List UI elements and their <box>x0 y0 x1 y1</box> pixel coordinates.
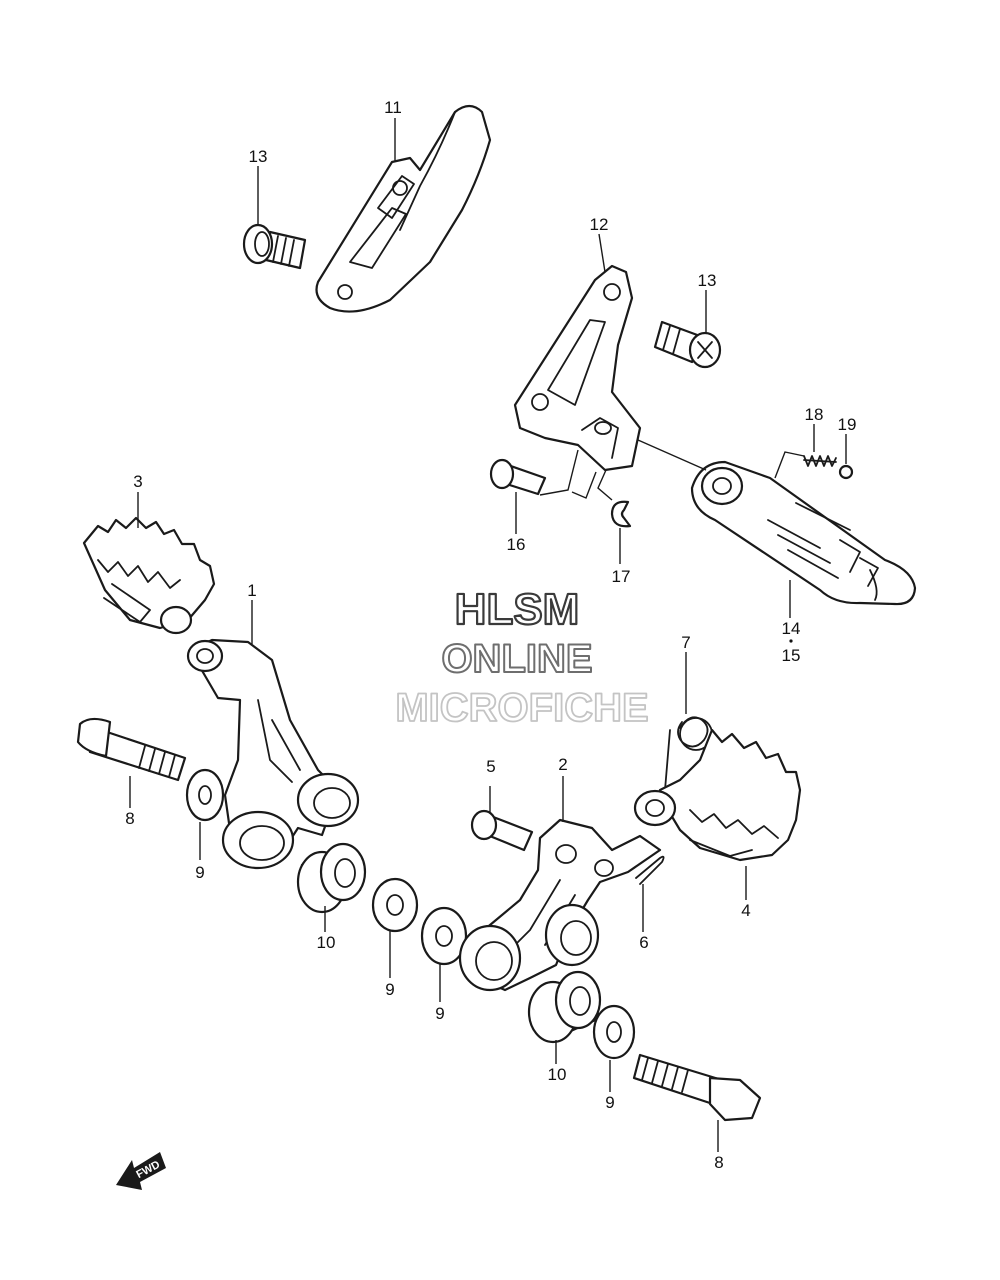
watermark: HLSM ONLINE MICROFICHE <box>394 584 649 731</box>
bolt-13-left[interactable] <box>242 223 307 270</box>
washer-9-left-a[interactable] <box>185 768 225 822</box>
heel-guard-plate-11[interactable] <box>315 104 492 313</box>
washer-9-right-b[interactable] <box>592 1004 636 1060</box>
callout-9-left-b: 9 <box>385 980 394 999</box>
callout-15: 15 <box>782 646 801 665</box>
ball-19[interactable] <box>838 464 854 480</box>
left-footrest-bracket-1[interactable] <box>186 638 360 870</box>
right-footpeg-4[interactable] <box>633 728 802 862</box>
leader-lines <box>129 118 847 1152</box>
forward-direction-badge: FWD <box>116 1152 166 1190</box>
washer-9-left-b[interactable] <box>371 877 419 933</box>
callout-9-right-b: 9 <box>605 1093 614 1112</box>
callout-9-left-a: 9 <box>195 863 204 882</box>
right-footpeg-14[interactable] <box>690 460 917 606</box>
washer-9-right-a[interactable] <box>420 906 468 966</box>
callout-14-15-dot <box>789 639 793 643</box>
callout-4: 4 <box>741 901 750 920</box>
callout-numbers: 11 13 12 13 18 19 3 16 17 1 14 15 7 5 2 … <box>125 98 856 1172</box>
callout-8-right: 8 <box>714 1153 723 1172</box>
cotter-pin-6[interactable] <box>635 855 665 885</box>
callout-12: 12 <box>590 215 609 234</box>
watermark-line-3: MICROFICHE <box>395 686 648 730</box>
callout-14: 14 <box>782 619 801 638</box>
callout-19: 19 <box>838 415 857 434</box>
footrest-bracket-12[interactable] <box>513 264 642 472</box>
callout-3: 3 <box>133 472 142 491</box>
callout-1: 1 <box>247 581 256 600</box>
right-footrest-bracket-2[interactable] <box>458 818 662 992</box>
callout-13-left: 13 <box>249 147 268 166</box>
callout-16: 16 <box>507 535 526 554</box>
collar-10-right[interactable] <box>527 970 602 1044</box>
bolt-8-right[interactable] <box>632 1053 762 1122</box>
forward-arrow-icon <box>116 1152 166 1190</box>
callout-10-left: 10 <box>317 933 336 952</box>
collar-10-left[interactable] <box>296 842 367 914</box>
spring-18[interactable] <box>803 455 837 467</box>
callout-17: 17 <box>612 567 631 586</box>
e-clip-17[interactable] <box>610 500 632 528</box>
callout-2: 2 <box>558 755 567 774</box>
callout-6: 6 <box>639 933 648 952</box>
clevis-pin-16[interactable] <box>489 458 547 496</box>
fwd-label: FWD <box>134 1159 162 1181</box>
callout-7: 7 <box>681 633 690 652</box>
clevis-pin-5[interactable] <box>470 809 534 852</box>
bolt-13-right[interactable] <box>653 320 722 369</box>
callout-9-right-a: 9 <box>435 1004 444 1023</box>
callout-13-right: 13 <box>698 271 717 290</box>
left-footpeg-3[interactable] <box>82 516 216 635</box>
callout-5: 5 <box>486 757 495 776</box>
callout-10-right: 10 <box>548 1065 567 1084</box>
callout-18: 18 <box>805 405 824 424</box>
callout-11: 11 <box>384 98 402 117</box>
watermark-line-2: ONLINE <box>441 637 592 681</box>
bolt-8-left[interactable] <box>76 717 187 782</box>
callout-8-left: 8 <box>125 809 134 828</box>
watermark-line-1: HLSM <box>455 585 580 634</box>
